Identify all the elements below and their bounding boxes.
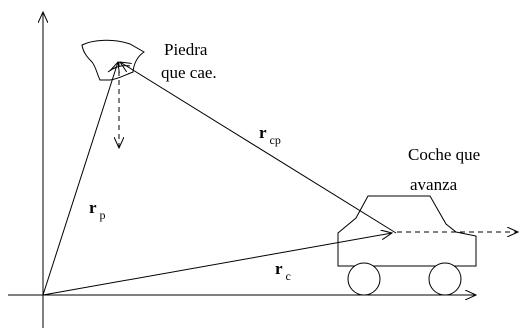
vector-rp — [42, 62, 118, 296]
stone-label-line2: que cae. — [161, 63, 217, 82]
vector-label-rp-main: r — [89, 198, 97, 217]
stone-shape — [81, 39, 145, 81]
car-body — [337, 195, 477, 267]
car-label-line2: avanza — [410, 175, 458, 194]
car-wheel-front — [428, 262, 462, 296]
vector-label-rc-sub: c — [286, 269, 291, 283]
vector-label-rc-main: r — [275, 259, 283, 278]
stone-label-line1: Piedra — [164, 40, 208, 59]
vector-label-rp-sub: p — [100, 208, 106, 222]
vector-rcp — [120, 62, 397, 234]
car-label-line1: Coche que — [408, 145, 480, 164]
car-wheel-rear — [347, 262, 381, 296]
vector-rc — [42, 233, 392, 296]
vector-label-rcp-main: r — [259, 123, 267, 142]
vector-label-rcp-sub: cp — [270, 133, 281, 147]
